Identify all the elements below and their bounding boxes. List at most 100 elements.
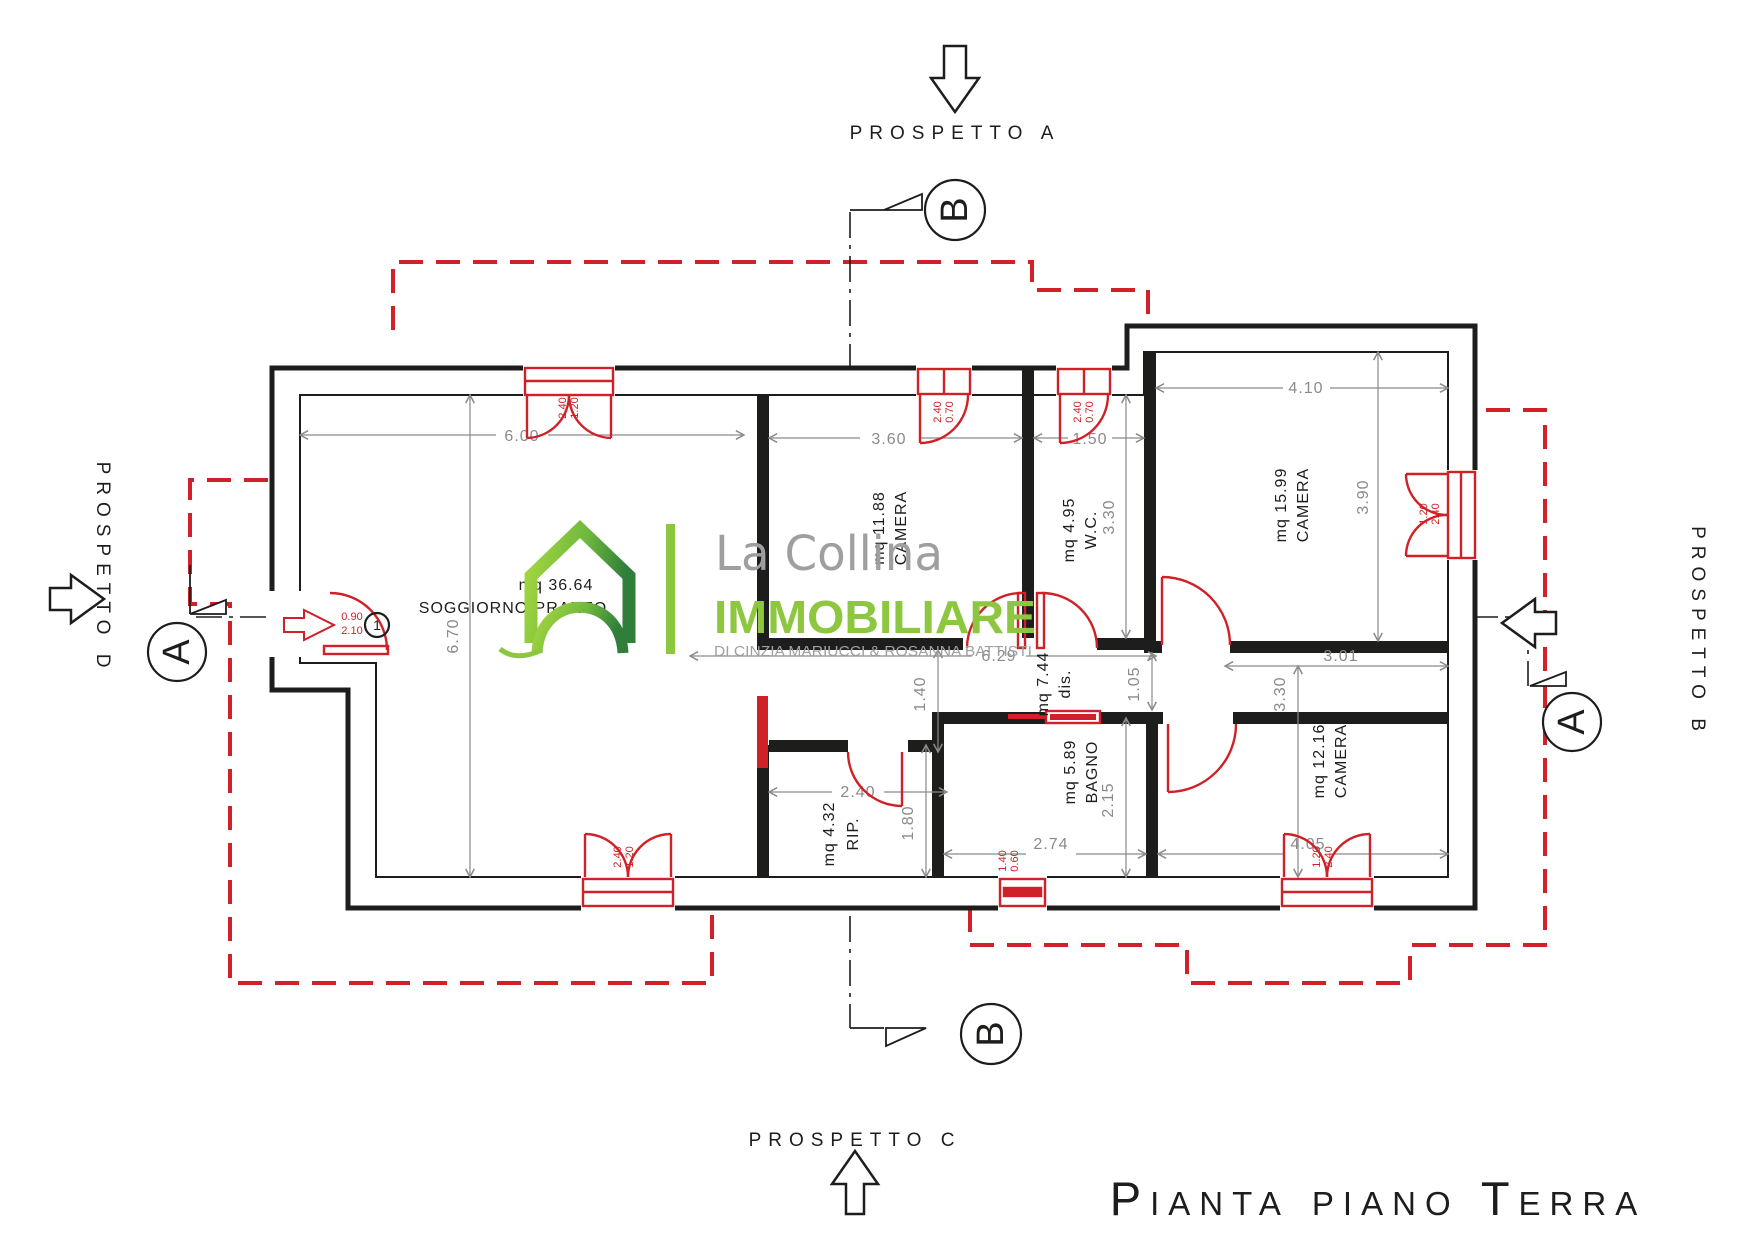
entrance-arrow-icon	[283, 608, 337, 642]
section-marker-A-left: A	[146, 565, 227, 683]
flag-icon	[883, 192, 923, 211]
dim-bagno-width: 2.74	[1033, 836, 1068, 853]
dim-disimpegno-length: 6.29	[981, 648, 1016, 665]
dim-rip-height: 1.80	[900, 805, 917, 840]
logo-house-icon	[498, 519, 636, 659]
wall	[1022, 368, 1034, 638]
wall	[757, 745, 769, 877]
marker-letter: B	[970, 1021, 1012, 1046]
section-marker-B-bottom: B	[850, 1002, 1023, 1066]
win-label: 0.60	[1009, 850, 1021, 871]
outer-walls	[269, 323, 1478, 911]
dim-soggiorno-width: 6.00	[504, 428, 539, 445]
window-soggiorno-top	[523, 366, 615, 440]
sliding-door-soggiorno	[757, 696, 768, 768]
wall	[1233, 712, 1448, 724]
agency-logo: La Collina IMMOBILIARE DI CINZIA MARIUCC…	[498, 519, 1036, 660]
room-dis-area: mq 7.44	[1035, 652, 1052, 717]
marker-letter: B	[934, 197, 976, 222]
win-label: 2.40	[932, 401, 944, 422]
door-number: 1	[373, 617, 381, 633]
window-wc-top	[1056, 367, 1112, 445]
section-marker-A-right: A	[1529, 670, 1603, 753]
room-bagno-area: mq 5.89	[1062, 740, 1079, 805]
dashed-top	[391, 260, 1150, 330]
sliding-door-bagno	[1008, 709, 1102, 725]
door-symbols	[283, 575, 1238, 808]
door-camera2	[1160, 575, 1232, 646]
win-label: 2.40	[1323, 846, 1335, 867]
window-soggiorno-bottom	[581, 832, 675, 908]
marker-letter: A	[156, 639, 198, 665]
elevation-bottom-label: PROSPETTO C	[749, 1130, 962, 1151]
window-camera2-right	[1404, 470, 1477, 560]
elevation-top-label: PROSPETTO A	[850, 123, 1061, 144]
arrow-up-icon	[829, 1148, 881, 1216]
flag-icon	[885, 1027, 927, 1048]
section-marker-B-top: B	[850, 178, 987, 242]
win-label: 2.40	[1072, 401, 1084, 422]
dim-camera2-height: 3.90	[1355, 479, 1372, 514]
room-dis-name: dis.	[1057, 670, 1074, 699]
dim-wc-width: 1.50	[1072, 431, 1107, 448]
section-markers: B B A A	[146, 178, 1603, 1066]
door-number-badge: 1	[363, 611, 391, 639]
room-camera2-name: CAMERA	[1295, 468, 1312, 542]
drawing-title: Pianta piano Terra	[1110, 1172, 1646, 1225]
wall	[1156, 641, 1162, 653]
logo-brand: IMMOBILIARE	[714, 591, 1036, 643]
door-camera3	[1166, 723, 1238, 794]
win-label: 2.40	[557, 397, 569, 418]
room-rip-name: RIP.	[845, 817, 862, 850]
entrance-width-label: 0.90	[341, 611, 362, 623]
dimension-annotations: 6.00 3.60 1.50 4.10 6.70 3.30 3.90 6.29 …	[445, 380, 1372, 853]
opening-labels: 2.40 1.20 2.40 0.70 2.40 0.70 1.20 2.40 …	[341, 397, 1442, 871]
arrow-right-icon	[48, 572, 107, 626]
red-dashed-outline	[188, 260, 1547, 985]
elevation-right-label: PROSPETTO B	[1687, 526, 1708, 738]
dim-soggiorno-height: 6.70	[445, 618, 462, 653]
dim-wc-height: 3.30	[1101, 499, 1118, 534]
dim-camera1-width: 3.60	[871, 431, 906, 448]
win-label: 0.70	[944, 401, 956, 422]
room-camera2-area: mq 15.99	[1273, 468, 1290, 543]
flag-icon	[189, 598, 227, 615]
room-rip-area: mq 4.32	[821, 802, 838, 867]
logo-divider-bar	[666, 524, 675, 654]
dashed-left-bottom	[188, 478, 714, 985]
marker-letter: A	[1551, 709, 1593, 735]
room-camera1-name: CAMERA	[893, 491, 910, 565]
dim-disimpegno-w2: 1.05	[1126, 666, 1143, 701]
win-label: 2.40	[612, 846, 624, 867]
dim-disimpegno-w1: 1.40	[912, 676, 929, 711]
room-wc-name: W.C.	[1083, 511, 1100, 550]
dim-rip-width: 2.40	[840, 784, 875, 801]
room-bagno-name: BAGNO	[1084, 741, 1101, 804]
wall	[1230, 641, 1448, 653]
win-label: 0.70	[1084, 401, 1096, 422]
dimension-lines	[298, 350, 1450, 879]
room-camera3-area: mq 12.16	[1311, 724, 1328, 799]
outer-wall-line	[269, 323, 1478, 911]
window-bagno-bottom	[998, 877, 1047, 908]
wall	[1097, 638, 1144, 650]
wall	[1144, 352, 1156, 653]
wall	[769, 638, 963, 650]
win-label: 1.40	[997, 850, 1009, 871]
logo-tagline: DI CINZIA MARIUCCI & ROSANNA BATTISTI	[714, 643, 1032, 660]
win-label: 2.40	[1430, 503, 1442, 524]
dim-camera2-width: 4.10	[1288, 380, 1323, 397]
elevation-left-label: PROSPETTO D	[92, 462, 113, 675]
win-label: 1.20	[569, 397, 581, 418]
wall	[769, 740, 848, 752]
room-wc-area: mq 4.95	[1061, 498, 1078, 563]
room-camera3-name: CAMERA	[1333, 724, 1350, 798]
wall	[1146, 724, 1158, 877]
logo-name: La Collina	[715, 526, 943, 582]
window-camera3-bottom	[1280, 832, 1374, 908]
elevation-markers: PROSPETTO A PROSPETTO C PROSPETTO D PROS…	[48, 44, 1708, 1216]
window-camera1-top	[916, 367, 972, 445]
arrow-down-icon	[928, 44, 982, 115]
dim-camera3-height: 3.30	[1272, 676, 1289, 711]
